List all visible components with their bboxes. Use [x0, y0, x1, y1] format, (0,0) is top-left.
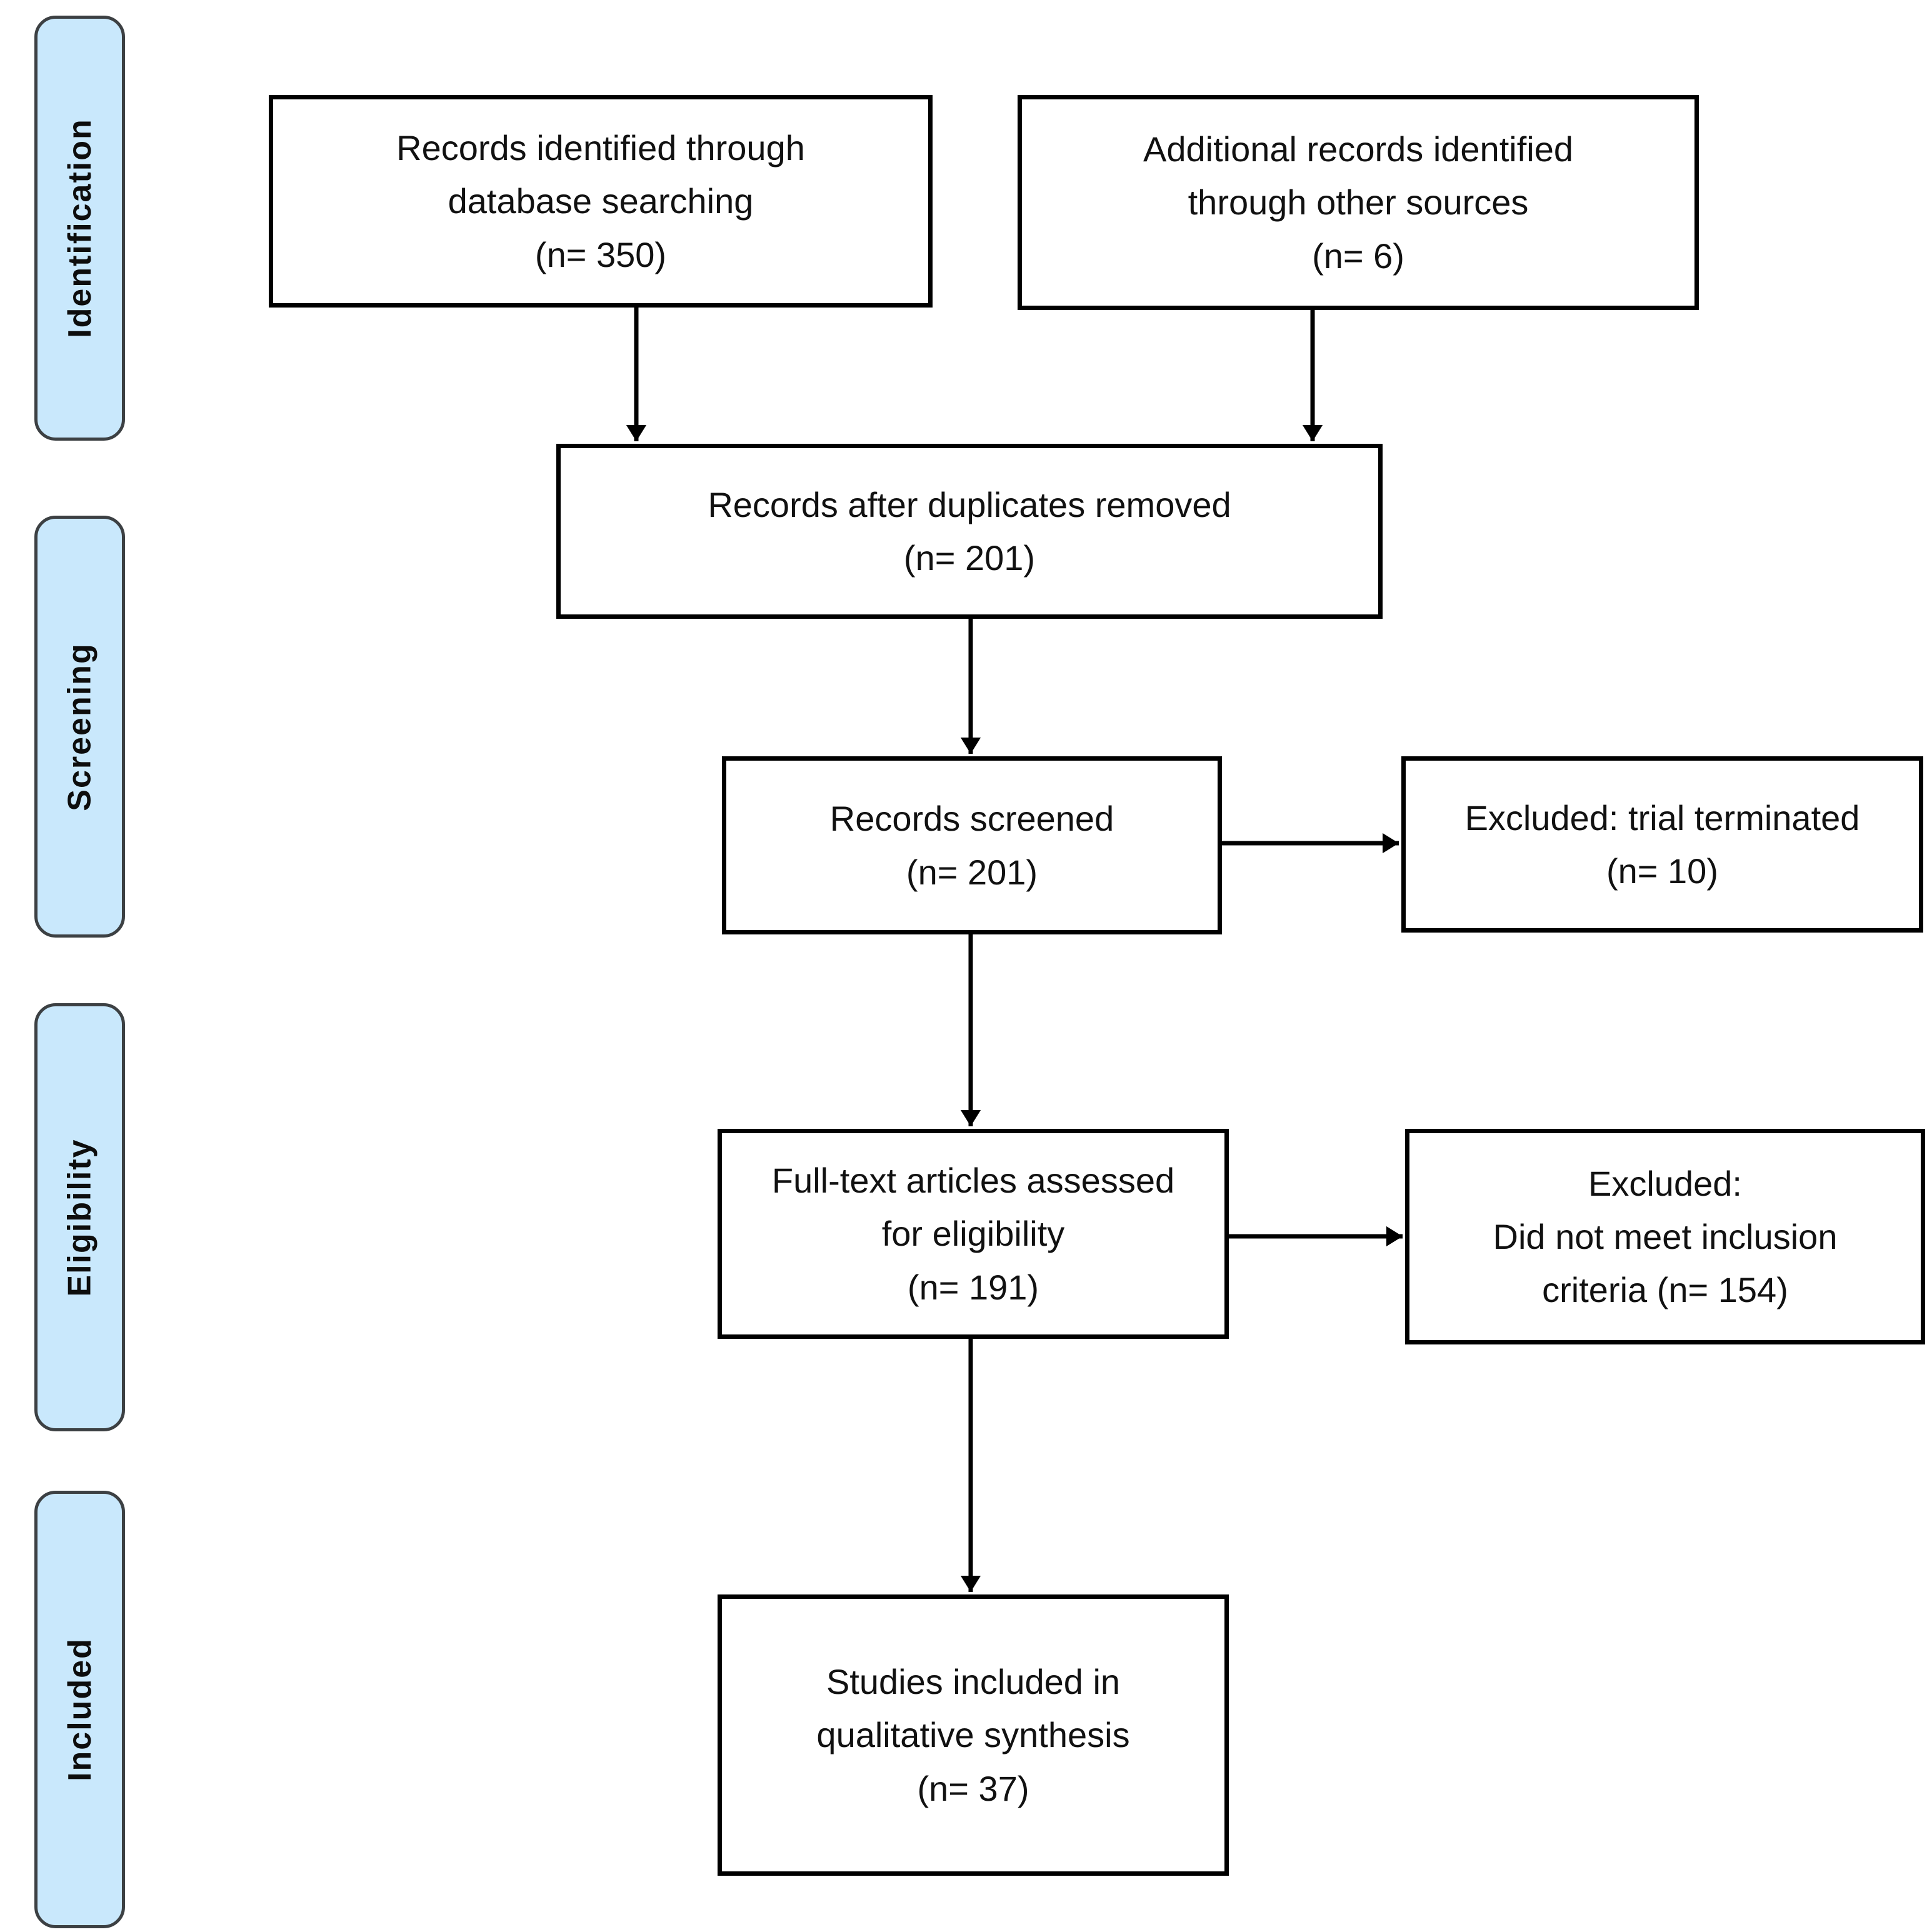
- stage-label-identification: Identification: [61, 118, 98, 338]
- flow-box-text: Records identified through database sear…: [396, 128, 805, 274]
- flow-box-studies-included-qualitative-synthesis: Studies included in qualitative synthesi…: [718, 1594, 1229, 1876]
- arrowhead-icon: [1302, 425, 1323, 441]
- flow-box-records-identified-database: Records identified through database sear…: [269, 95, 933, 308]
- arrow-dedup-to-screened: [960, 619, 981, 754]
- flow-box-text: Excluded: Did not meet inclusion criteri…: [1493, 1163, 1838, 1310]
- stage-pill-eligibility: Eligibility: [34, 1003, 125, 1431]
- flow-box-additional-records-other-sources: Additional records identified through ot…: [1018, 95, 1699, 310]
- stage-label-included: Included: [61, 1638, 98, 1781]
- flow-box-text: Full-text articles assessed for eligibil…: [771, 1161, 1175, 1307]
- arrow-db-to-dedup: [626, 308, 647, 441]
- arrow-screened-to-excluded-terminated: [1222, 833, 1399, 854]
- arrow-screened-to-fulltext: [960, 934, 981, 1126]
- flow-box-records-screened: Records screened (n= 201): [722, 756, 1222, 934]
- stage-label-screening: Screening: [61, 642, 98, 811]
- flow-box-text: Studies included in qualitative synthesi…: [816, 1662, 1130, 1808]
- stage-pill-included: Included: [34, 1491, 125, 1928]
- flow-box-full-text-articles-assessed: Full-text articles assessed for eligibil…: [718, 1129, 1229, 1339]
- arrowhead-icon: [1383, 833, 1399, 854]
- flow-box-records-after-duplicates-removed: Records after duplicates removed (n= 201…: [556, 444, 1383, 619]
- arrow-fulltext-to-excluded-criteria: [1229, 1226, 1403, 1247]
- arrowhead-icon: [1386, 1226, 1403, 1247]
- flow-box-text: Records after duplicates removed (n= 201…: [708, 484, 1231, 578]
- arrow-fulltext-to-included: [960, 1339, 981, 1592]
- arrow-other-to-dedup: [1302, 310, 1323, 441]
- stage-pill-identification: Identification: [34, 16, 125, 441]
- arrowhead-icon: [626, 425, 647, 441]
- flow-box-excluded-trial-terminated: Excluded: trial terminated (n= 10): [1401, 756, 1923, 933]
- arrowhead-icon: [960, 1576, 981, 1592]
- flow-box-text: Excluded: trial terminated (n= 10): [1464, 798, 1860, 891]
- flow-box-text: Records screened (n= 201): [829, 799, 1114, 892]
- flow-box-excluded-did-not-meet-inclusion-criteria: Excluded: Did not meet inclusion criteri…: [1405, 1129, 1925, 1344]
- arrowhead-icon: [960, 738, 981, 754]
- stage-pill-screening: Screening: [34, 516, 125, 938]
- flow-box-text: Additional records identified through ot…: [1143, 129, 1573, 276]
- stage-label-eligibility: Eligibility: [61, 1138, 98, 1297]
- arrowhead-icon: [960, 1110, 981, 1126]
